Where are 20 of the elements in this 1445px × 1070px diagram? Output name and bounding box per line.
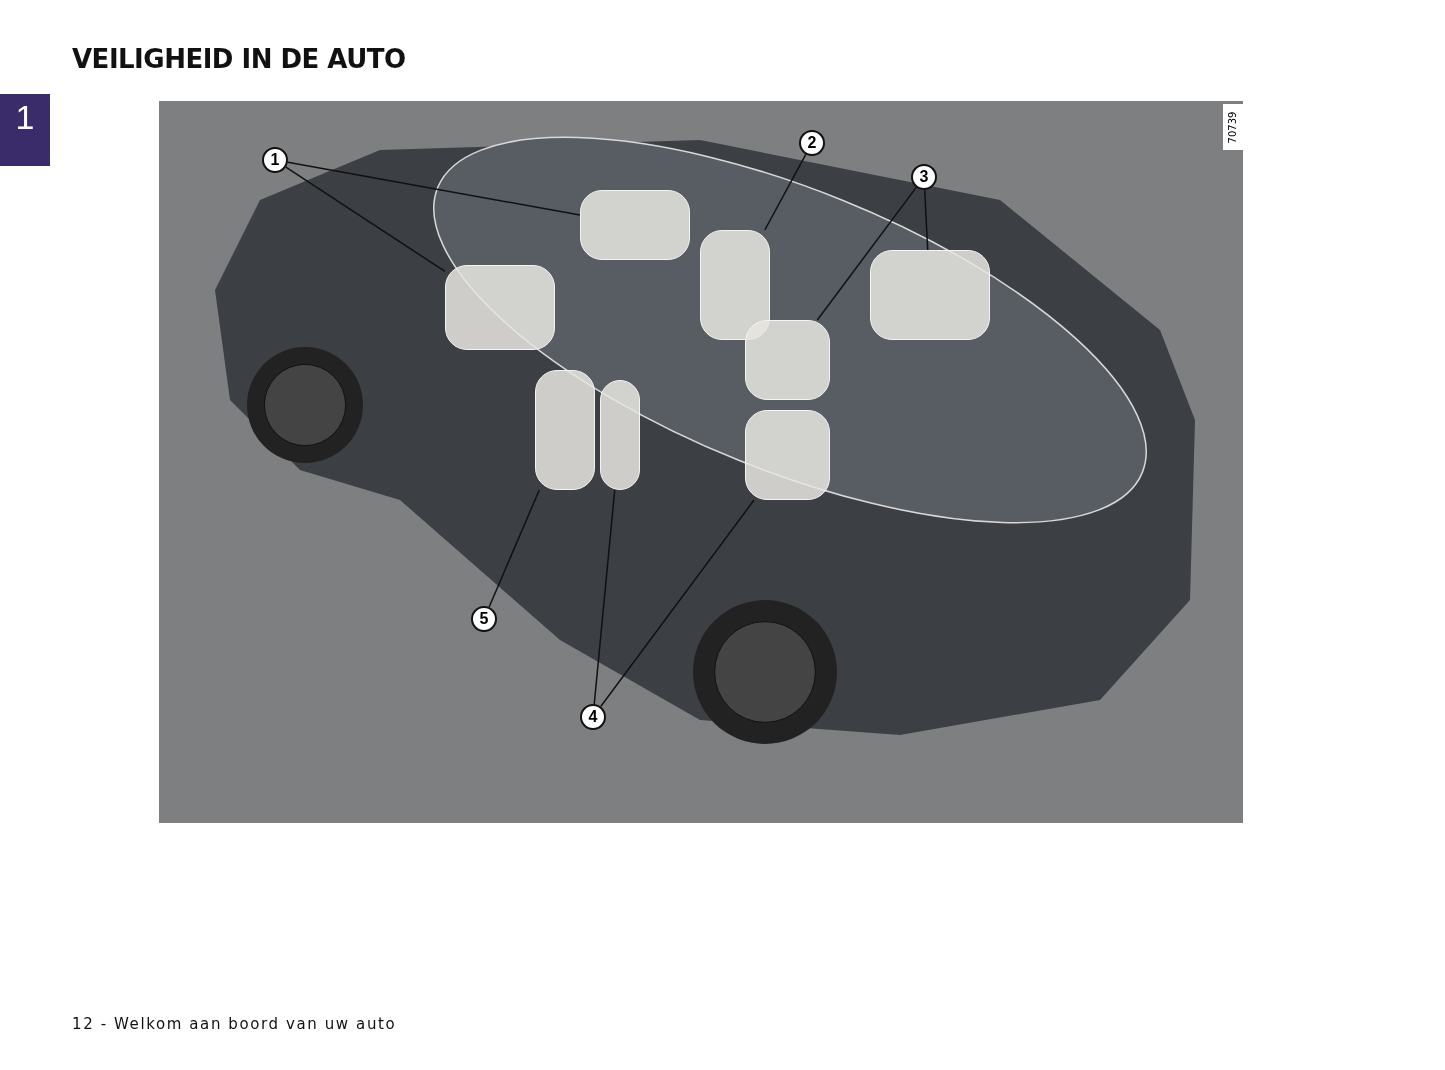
leader-line xyxy=(600,499,755,708)
airbag xyxy=(745,410,830,500)
leader-line xyxy=(816,186,917,321)
airbag xyxy=(580,190,690,260)
airbag xyxy=(700,230,770,340)
leader-line xyxy=(593,489,616,705)
airbag xyxy=(445,265,555,350)
leader-line xyxy=(923,189,929,251)
leader-line xyxy=(764,153,807,231)
airbag xyxy=(535,370,595,490)
airbag xyxy=(745,320,830,400)
page-title: VEILIGHEID IN DE AUTO xyxy=(72,44,406,74)
leader-line xyxy=(287,161,581,216)
airbag xyxy=(870,250,990,340)
leader-line xyxy=(285,166,446,273)
page-footer: 12 - Welkom aan boord van uw auto xyxy=(72,1015,397,1033)
figure-reference: 70739 xyxy=(1227,111,1239,143)
airbag xyxy=(600,380,640,490)
leader-line xyxy=(488,489,541,608)
chapter-tab: 1 xyxy=(0,94,50,166)
